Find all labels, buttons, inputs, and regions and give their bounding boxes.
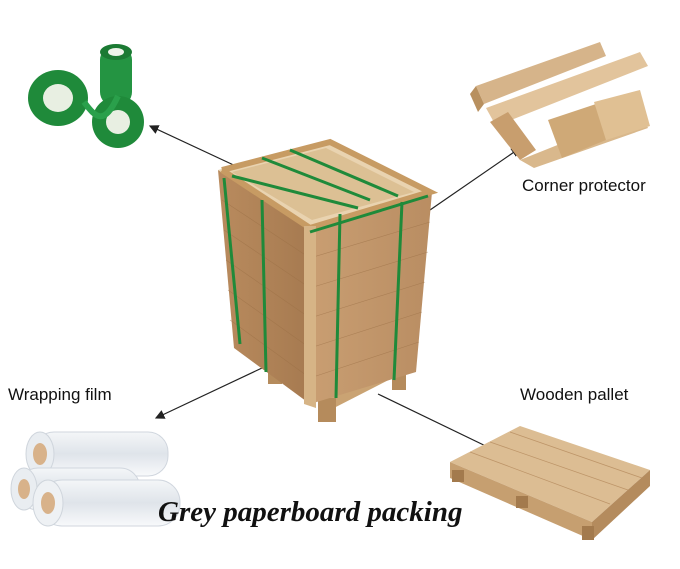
caption-title: Grey paperboard packing xyxy=(158,496,463,528)
paperboard-stack-icon xyxy=(218,138,439,422)
stretch-film-rolls-icon xyxy=(10,431,181,527)
green-strapping-rolls-icon xyxy=(28,44,144,148)
corner-protector-icon xyxy=(470,42,650,168)
wooden-pallet-label: Wooden pallet xyxy=(520,385,629,404)
arrow-to-film xyxy=(154,367,263,419)
arrow-to-pallet xyxy=(377,393,496,451)
arrow-to-corner xyxy=(429,147,521,211)
corner-protector-label: Corner protector xyxy=(522,176,646,195)
wooden-pallet-icon xyxy=(450,426,650,540)
arrows xyxy=(148,125,521,451)
arrow-to-strapping xyxy=(148,125,241,169)
wrapping-film-label: Wrapping film xyxy=(8,385,112,404)
